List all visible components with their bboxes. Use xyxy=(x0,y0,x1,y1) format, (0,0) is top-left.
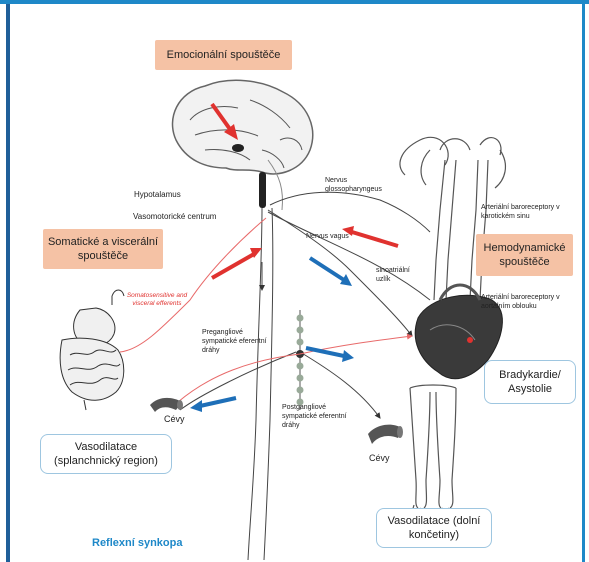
emotional-trigger-box: Emocionální spouštěče xyxy=(155,40,292,70)
label-vagus: Nervus vagus xyxy=(306,232,349,241)
label-somatosensitive: Somatosensitive and visceral efferents xyxy=(126,292,188,308)
label-preganglionic: Pregangliové sympatické eferentní dráhy xyxy=(202,328,277,355)
label-vessels-left: Cévy xyxy=(164,414,185,424)
hypothalamus-mark xyxy=(232,144,244,152)
label-vessels-right: Cévy xyxy=(369,453,390,463)
label-glossopharyngeal: Nervus glossopharyngeus xyxy=(325,176,395,194)
vessel-left xyxy=(150,398,183,412)
blue-arrow-vagus xyxy=(310,258,352,286)
label-sinoatrial-node: sinoatriální uzlík xyxy=(376,266,418,284)
limbs-outcome-box: Vasodilatace (dolní končetiny) xyxy=(376,508,492,548)
label-postganglionic: Postgangliové sympatické eferentní dráhy xyxy=(282,403,354,430)
splanchnic-outcome-box: Vasodilatace (splanchnický region) xyxy=(40,434,172,474)
bradycardia-outcome-box: Bradykardie/ Asystolie xyxy=(484,360,576,404)
nerve-paths xyxy=(180,192,430,560)
sympathetic-chain xyxy=(296,310,304,410)
red-arrow-hemodynamic xyxy=(342,226,398,246)
brain-illustration xyxy=(173,80,313,210)
red-connectors xyxy=(120,218,412,402)
figure-title: Reflexní synkopa xyxy=(92,537,182,549)
legs-illustration xyxy=(410,385,456,514)
label-carotid-baroreceptors: Arteriální baroreceptory v karotickém si… xyxy=(481,203,576,221)
digestive-organs xyxy=(60,290,124,410)
vasomotor-center-mark xyxy=(259,172,266,208)
vessel-right xyxy=(368,425,403,444)
blue-arrow-sympathetic-left xyxy=(190,398,236,412)
label-hypothalamus: Hypotalamus xyxy=(134,190,181,200)
somatic-trigger-box: Somatické a viscerální spouštěče xyxy=(43,229,163,269)
hemodynamic-trigger-box: Hemodynamické spouštěče xyxy=(476,234,573,276)
label-aortic-baroreceptors: Arteriální baroreceptory v aortálním obl… xyxy=(481,293,576,311)
label-vasomotor-center: Vasomotorické centrum xyxy=(133,212,216,222)
